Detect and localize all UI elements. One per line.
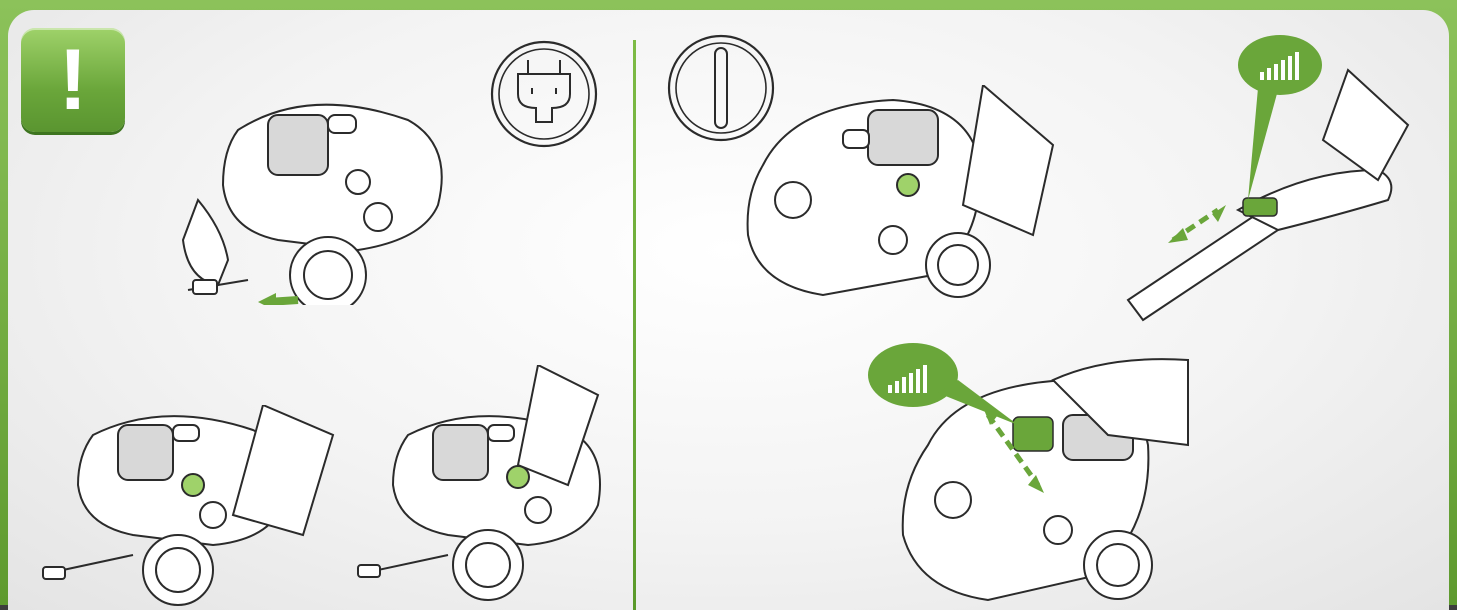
body-power-slider-step: [858, 335, 1198, 610]
panel-divider: [633, 40, 636, 610]
handle-power-slider-step: [1108, 30, 1438, 330]
unplug-cord-step: [158, 90, 458, 305]
instruction-panel: !: [8, 10, 1449, 610]
warning-badge: !: [21, 28, 125, 132]
press-cord-rewind-step: [33, 405, 353, 610]
cord-rewinding-step: [338, 365, 628, 610]
press-power-switch-step: [733, 85, 1063, 310]
unplug-icon: [488, 38, 600, 150]
